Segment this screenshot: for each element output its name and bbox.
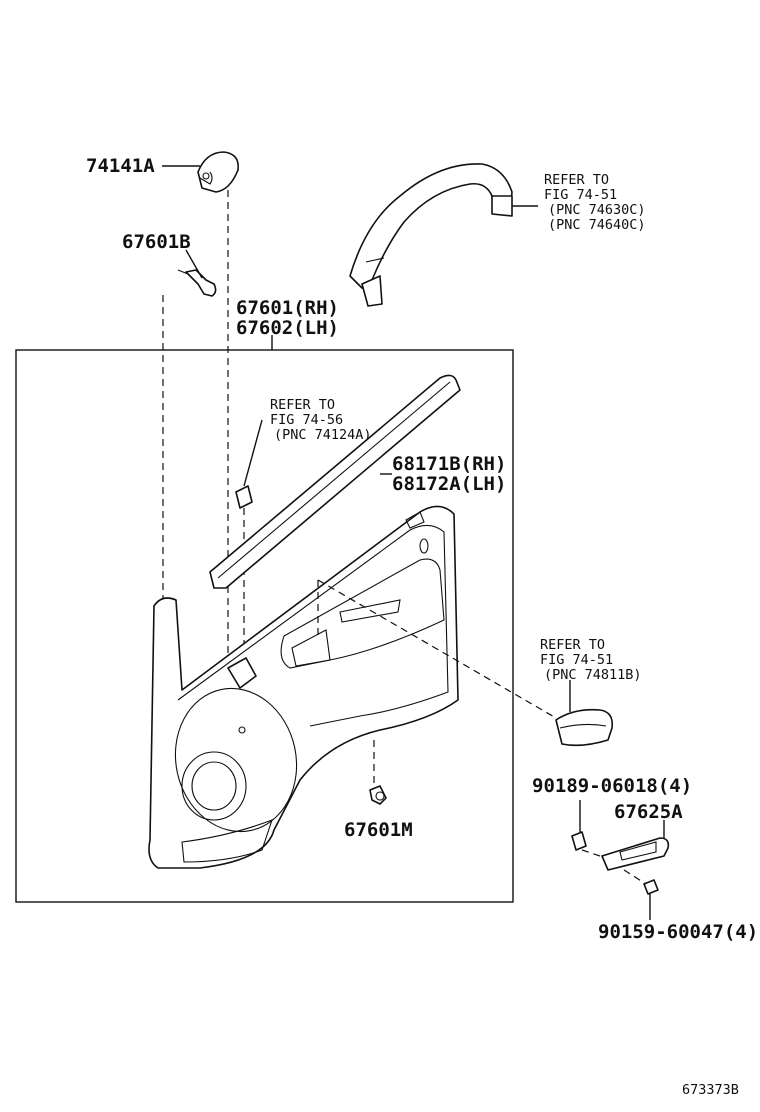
part-upper-trim-clip — [235, 485, 253, 509]
label-90159: 90159-60047(4) — [598, 921, 758, 943]
dash-90189 — [581, 849, 607, 859]
part-90159-screw — [643, 879, 659, 895]
ref-upper-line2: FIG 74-56 — [270, 412, 343, 428]
ref-pocket-line1: REFER TO — [540, 637, 605, 653]
label-68171b: 68171B(RH) — [392, 453, 506, 475]
ref-upper-line1: REFER TO — [270, 397, 335, 413]
part-assist-grip — [349, 163, 513, 307]
dash-pocket — [317, 579, 557, 719]
part-74141a-cap — [197, 151, 240, 193]
part-door-trim-panel — [148, 505, 459, 869]
label-90189: 90189-06018(4) — [532, 775, 692, 797]
ref-grip-line1: REFER TO — [544, 172, 609, 188]
label-67625a: 67625A — [614, 801, 683, 823]
label-74141a: 74141A — [86, 155, 155, 177]
label-67602lh: 67602(LH) — [236, 317, 339, 339]
label-67601b: 67601B — [122, 231, 191, 253]
label-68172a: 68172A(LH) — [392, 473, 506, 495]
part-90189-nut — [571, 831, 587, 851]
ref-pocket-line2: FIG 74-51 — [540, 652, 613, 668]
part-door-pocket — [555, 708, 614, 747]
dash-90159 — [623, 869, 647, 885]
ref-grip-line3: (PNC 74630C) — [548, 202, 646, 218]
part-67625a-bracket — [601, 837, 670, 871]
part-67601m-clip — [369, 785, 387, 805]
label-67601m: 67601M — [344, 819, 413, 841]
leader-upper-trim — [243, 419, 263, 487]
figure-code: 673373B — [682, 1082, 739, 1098]
leader-67601b — [185, 249, 203, 279]
ref-upper-line3: (PNC 74124A) — [274, 427, 372, 443]
ref-grip-line4: (PNC 74640C) — [548, 217, 646, 233]
label-67601rh: 67601(RH) — [236, 297, 339, 319]
assembly-box — [15, 349, 514, 903]
part-67601b-clip — [177, 269, 217, 297]
part-weatherstrip — [209, 374, 461, 589]
ref-grip-line2: FIG 74-51 — [544, 187, 617, 203]
ref-pocket-line3: (PNC 74811B) — [544, 667, 642, 683]
